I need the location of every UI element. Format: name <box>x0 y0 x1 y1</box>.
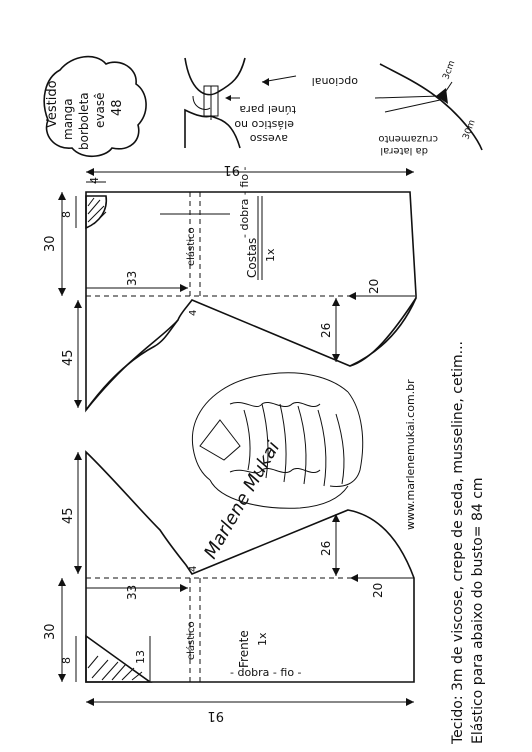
tunnel-line1: túnel para <box>239 103 296 116</box>
site-url: www.marlenemukai.com.br <box>404 379 417 530</box>
back-length: 91 <box>223 162 240 177</box>
back-name: Costas <box>245 238 259 278</box>
back-dimensions: 91 4 8 30 33 45 4 <box>43 162 414 408</box>
back-neck-hatch <box>87 197 107 225</box>
front-waist-from-top: 33 <box>125 585 139 600</box>
back-waist-from-top: 33 <box>125 271 139 286</box>
back-sleeve-width: 26 <box>319 323 333 338</box>
fabric-note: Tecido: 3m de viscose, crepe de seda, mu… <box>450 341 466 745</box>
svg-text:Tecido: 3m de viscose, crepe d: Tecido: 3m de viscose, crepe de seda, mu… <box>450 341 466 745</box>
svg-text:www.marlenemukai.com.br: www.marlenemukai.com.br <box>404 379 417 530</box>
back-elastic-label: elástico <box>185 227 197 266</box>
title-line1: Vestido <box>45 80 60 128</box>
front-length: 91 <box>207 708 224 723</box>
front-top-band: 30 <box>43 623 58 640</box>
back-armhole-small: 4 <box>88 177 101 184</box>
title-size: 48 <box>110 99 125 116</box>
svg-text:Elástico para abaixo do busto=: Elástico para abaixo do busto= 84 cm <box>470 477 486 744</box>
front-sleeve: 45 <box>61 507 76 524</box>
side-seam-line1: cruzamento <box>378 133 438 144</box>
title-block: Vestido manga borboleta evasê 48 <box>43 55 147 158</box>
back-armhole-small2: 4 <box>188 310 199 316</box>
tunnel-line3: avesso <box>250 132 288 145</box>
svg-text:Marlene Mukai: Marlene Mukai <box>200 438 284 563</box>
front-name: Frente <box>237 630 251 668</box>
title-line3: borboleta <box>77 92 91 150</box>
dress-illustration <box>192 372 364 509</box>
back-piece: elástico - dobra - fio - Costas 1x <box>85 166 417 413</box>
front-qty: 1x <box>256 632 269 646</box>
front-fold-label: - dobra - fio - <box>230 666 302 679</box>
front-dimensions: 91 30 8 13 33 45 4 <box>43 452 414 723</box>
back-neck-depth: 8 <box>60 211 73 218</box>
title-line2: manga <box>61 98 75 140</box>
front-sleeve-width: 26 <box>319 541 333 556</box>
front-hem-width: 20 <box>371 583 385 598</box>
back-fold-label: - dobra - fio - <box>238 166 251 238</box>
back-sleeve: 45 <box>61 349 76 366</box>
front-piece: elástico Frente 1x - dobra - fio - <box>85 450 415 683</box>
front-armhole-small: 4 <box>188 566 199 572</box>
sleeve-detail: túnel para elástico no avesso opcional 3… <box>184 57 483 156</box>
tunnel-line2: elástico no <box>234 118 294 131</box>
back-qty: 1x <box>264 248 277 262</box>
front-neck-hatch <box>87 655 143 681</box>
back-hem-width: 20 <box>367 279 381 294</box>
front-neck-width: 13 <box>134 650 147 664</box>
front-neck-depth: 8 <box>60 657 73 664</box>
title-line4: evasê <box>93 93 107 128</box>
side-seam-line2: da lateral <box>380 145 428 156</box>
cm-a: 3cm <box>441 59 457 81</box>
back-top-band: 30 <box>43 235 58 252</box>
signature: Marlene Mukai <box>200 438 284 563</box>
front-elastic-label: elástico <box>185 621 197 660</box>
optional-label: opcional <box>312 75 358 88</box>
elastic-note: Elástico para abaixo do busto= 84 cm <box>470 477 486 744</box>
